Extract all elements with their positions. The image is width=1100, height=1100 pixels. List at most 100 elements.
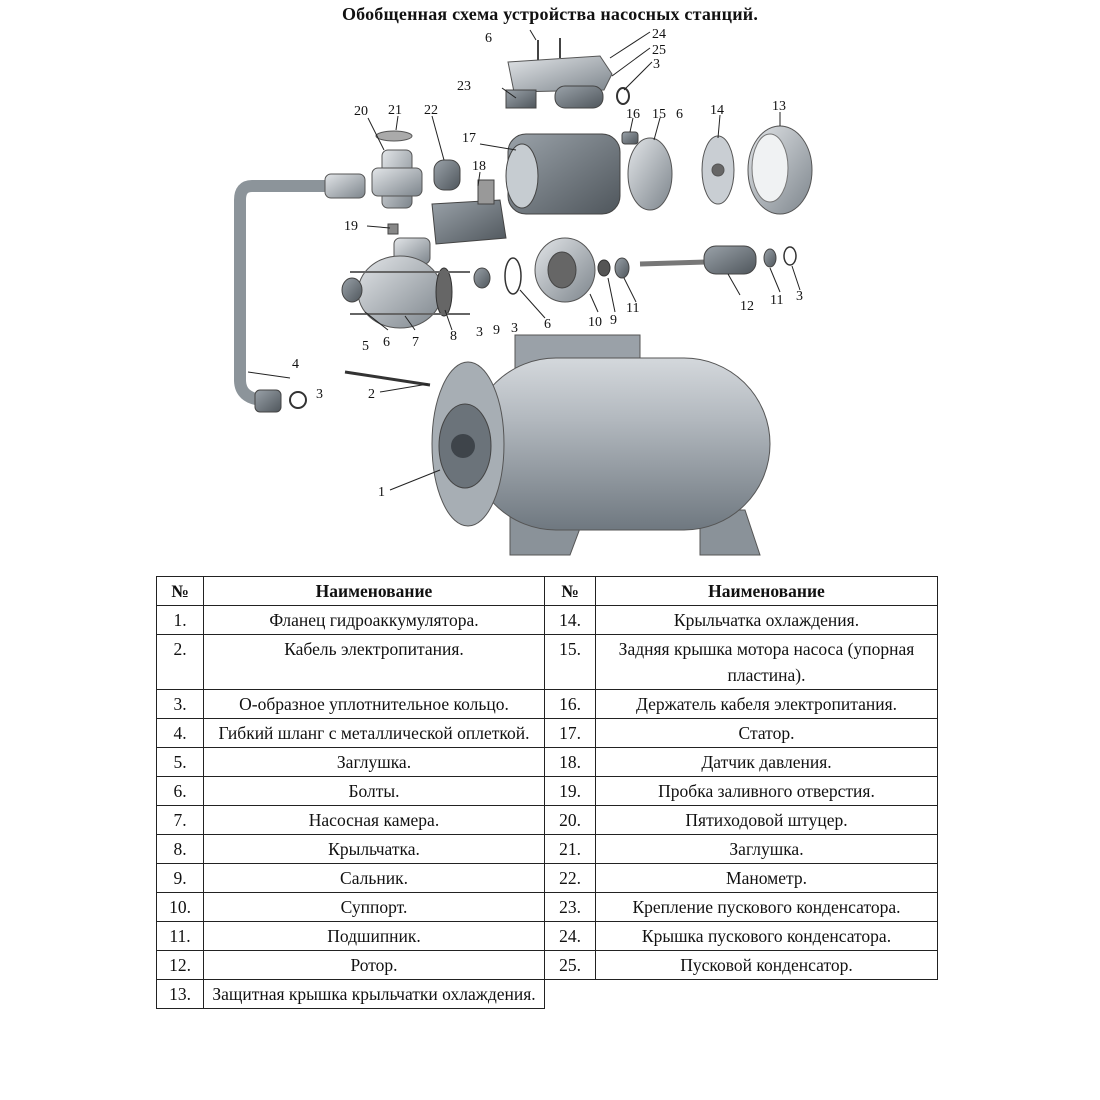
part-number: 25. <box>544 950 596 980</box>
part-number: 12. <box>156 950 204 980</box>
part-number: 15. <box>544 634 596 690</box>
table-row: 7. Насосная камера. 20. Пятиходовой штуц… <box>156 805 938 835</box>
callout-23: 23 <box>457 79 471 94</box>
table-row: 8. Крыльчатка. 21. Заглушка. <box>156 834 938 864</box>
part-name: Фланец гидроаккумулятора. <box>203 605 545 635</box>
part-number: 22. <box>544 863 596 893</box>
part-name: Держатель кабеля электропитания. <box>595 689 938 719</box>
callout-10: 10 <box>588 315 602 330</box>
callout-25: 25 <box>652 43 666 58</box>
part-name: Заглушка. <box>595 834 938 864</box>
part-name: Пятиходовой штуцер. <box>595 805 938 835</box>
table-row: 4. Гибкий шланг с металлической оплеткой… <box>156 718 938 748</box>
header-number-right: № <box>544 576 596 606</box>
part-name: Крыльчатка. <box>203 834 545 864</box>
part-name: Суппорт. <box>203 892 545 922</box>
table-row: 10. Суппорт. 23. Крепление пускового кон… <box>156 892 938 922</box>
part-number: 3. <box>156 689 204 719</box>
tank-part <box>431 334 771 556</box>
callout-3-ring-rotor: 3 <box>796 289 803 304</box>
part-number: 2. <box>156 634 204 690</box>
part-number: 24. <box>544 921 596 951</box>
callout-22: 22 <box>424 103 438 118</box>
callout-19: 19 <box>344 219 358 234</box>
callout-9-support: 9 <box>610 313 617 328</box>
part-number: 23. <box>544 892 596 922</box>
table-row: 5. Заглушка. 18. Датчик давления. <box>156 747 938 777</box>
callout-12: 12 <box>740 299 754 314</box>
table-row: 3. О-образное уплотнительное кольцо. 16.… <box>156 689 938 719</box>
table-row: 13. Защитная крышка крыльчатки охлаждени… <box>156 979 938 1009</box>
part-number: 13. <box>156 979 204 1009</box>
parts-table: № Наименование № Наименование 1. Фланец … <box>156 576 938 1009</box>
part-number: 9. <box>156 863 204 893</box>
diagram-title: Обобщенная схема устройства насосных ста… <box>341 4 759 24</box>
part-name: Крыльчатка охлаждения. <box>595 605 938 635</box>
table-row: 2. Кабель электропитания. 15. Задняя кры… <box>156 634 938 690</box>
header-number-left: № <box>156 576 204 606</box>
callout-4: 4 <box>292 357 299 372</box>
part-name: Гибкий шланг с металлической оплеткой. <box>203 718 545 748</box>
callout-2: 2 <box>368 387 375 402</box>
header-name-right: Наименование <box>595 576 938 606</box>
callout-5: 5 <box>362 339 369 354</box>
part-number: 16. <box>544 689 596 719</box>
callout-17: 17 <box>462 131 476 146</box>
callout-8: 8 <box>450 329 457 344</box>
callout-14: 14 <box>710 103 724 118</box>
part-name: Ротор. <box>203 950 545 980</box>
part-name: Крепление пускового конденсатора. <box>595 892 938 922</box>
part-name: Пусковой конденсатор. <box>595 950 938 980</box>
callout-3-ring-top: 3 <box>653 57 660 72</box>
part-name: Манометр. <box>595 863 938 893</box>
callout-13: 13 <box>772 99 786 114</box>
callout-21: 21 <box>388 103 402 118</box>
callout-9-pump: 9 <box>493 323 500 338</box>
part-name: Болты. <box>203 776 545 806</box>
part-number: 7. <box>156 805 204 835</box>
callout-16: 16 <box>626 107 640 122</box>
empty-cell <box>596 980 938 1009</box>
callout-20: 20 <box>354 104 368 119</box>
part-number: 19. <box>544 776 596 806</box>
callout-3-ring-support: 3 <box>511 321 518 336</box>
callout-11-rotor: 11 <box>770 293 783 308</box>
table-row: 12. Ротор. 25. Пусковой конденсатор. <box>156 950 938 980</box>
part-number: 4. <box>156 718 204 748</box>
table-row: 9. Сальник. 22. Манометр. <box>156 863 938 893</box>
callout-24: 24 <box>652 27 666 42</box>
part-name: Заглушка. <box>203 747 545 777</box>
table-row: 6. Болты. 19. Пробка заливного отверстия… <box>156 776 938 806</box>
part-name: О-образное уплотнительное кольцо. <box>203 689 545 719</box>
part-number: 11. <box>156 921 204 951</box>
part-name: Задняя крышка мотора насоса (упорная пла… <box>595 634 938 690</box>
part-name: Статор. <box>595 718 938 748</box>
part-number: 8. <box>156 834 204 864</box>
part-name: Насосная камера. <box>203 805 545 835</box>
callout-1: 1 <box>378 485 385 500</box>
callout-6-support: 6 <box>544 317 551 332</box>
part-name: Сальник. <box>203 863 545 893</box>
part-number: 20. <box>544 805 596 835</box>
hose-part <box>234 180 340 406</box>
callout-3-ring-pump: 3 <box>476 325 483 340</box>
part-name: Датчик давления. <box>595 747 938 777</box>
callout-3-ring-hose: 3 <box>316 387 323 402</box>
callout-11-support: 11 <box>626 301 639 316</box>
empty-cell <box>545 980 596 1009</box>
callout-6-top: 6 <box>485 31 492 46</box>
callout-6-pump: 6 <box>383 335 390 350</box>
part-name: Крышка пускового конденсатора. <box>595 921 938 951</box>
part-name: Кабель электропитания. <box>203 634 545 690</box>
part-number: 14. <box>544 605 596 635</box>
header-name-left: Наименование <box>203 576 545 606</box>
part-number: 18. <box>544 747 596 777</box>
callout-7: 7 <box>412 335 419 350</box>
part-name: Пробка заливного отверстия. <box>595 776 938 806</box>
callout-6-backcover: 6 <box>676 107 683 122</box>
table-header-row: № Наименование № Наименование <box>156 576 938 606</box>
exploded-view-diagram: 1 2 3 3 3 3 3 4 5 6 6 6 6 7 8 9 9 10 11 … <box>234 27 813 556</box>
part-number: 10. <box>156 892 204 922</box>
part-name: Защитная крышка крыльчатки охлаждения. <box>203 979 545 1009</box>
part-number: 1. <box>156 605 204 635</box>
